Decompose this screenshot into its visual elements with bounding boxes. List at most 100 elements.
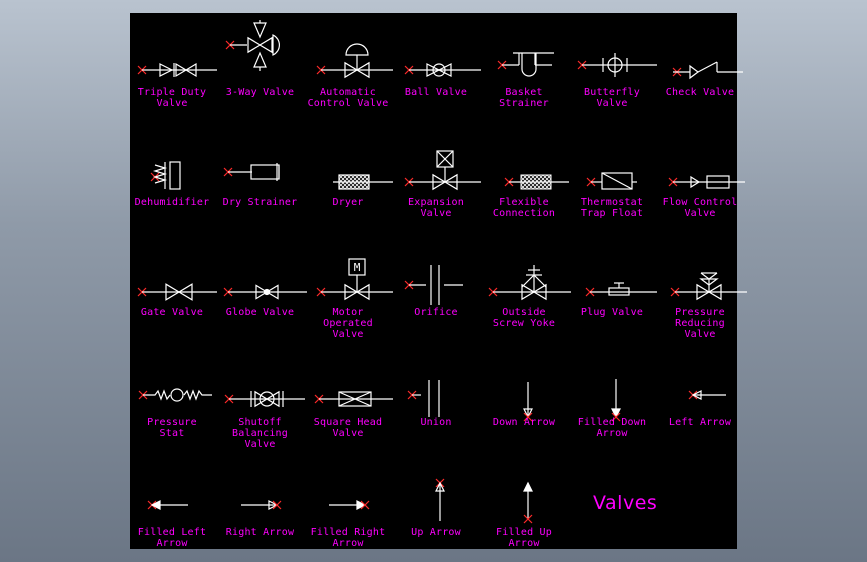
symbol-label: Pressure Stat [147, 417, 197, 439]
down-arrow-icon [523, 382, 533, 422]
symbol-down-arrow: Down Arrow [479, 345, 569, 445]
symbol-label: Dry Strainer [222, 197, 298, 208]
symbol-label: Automatic Control Valve [307, 87, 389, 109]
outside-screw-yoke-icon [488, 265, 571, 301]
symbol-label: Flow Control Valve [662, 197, 738, 219]
symbol-label: Filled Down Arrow [577, 417, 647, 439]
symbol-plug-valve: Plug Valve [567, 235, 657, 335]
symbol-label: Union [420, 417, 452, 428]
thermostat-trap-float-icon [586, 172, 637, 190]
symbol-label: Basket Strainer [499, 87, 549, 109]
symbol-pressure-stat: Pressure Stat [127, 345, 217, 445]
automatic-control-valve-icon [316, 43, 393, 79]
triple-duty-valve-icon [137, 62, 217, 78]
dryer-icon [333, 174, 393, 190]
symbol-thermostat-trap-float: Thermostat Trap Float [567, 125, 657, 225]
symbol-label: Plug Valve [580, 307, 644, 318]
orifice-icon [404, 265, 463, 305]
symbol-shutoff-balancing-valve: Shutoff Balancing Valve [215, 345, 305, 450]
sheet-title: Valves [593, 492, 658, 514]
expansion-valve-icon [404, 150, 481, 191]
symbol-motor-operated-valve: M Motor Operated Valve [303, 235, 393, 340]
gate-valve-icon [137, 283, 217, 301]
flow-control-valve-icon [668, 175, 745, 189]
filled-up-arrow-icon [523, 481, 533, 524]
flexible-connection-icon [504, 174, 569, 190]
symbol-label: Dryer [332, 197, 364, 208]
symbol-union: Union [391, 345, 481, 445]
symbol-label: Flexible Connection [492, 197, 556, 219]
square-head-valve-icon [314, 391, 393, 407]
symbol-automatic-control-valve: Automatic Control Valve [303, 15, 393, 115]
symbol-label: Thermostat Trap Float [580, 197, 644, 219]
symbol-flexible-connection: Flexible Connection [479, 125, 569, 225]
symbol-label: Ball Valve [404, 87, 468, 98]
symbol-label: Triple Duty Valve [137, 87, 207, 109]
dehumidifier-icon [150, 161, 181, 190]
symbol-label: Filled Left Arrow [137, 527, 207, 549]
symbol-label: Up Arrow [411, 527, 461, 538]
3-way-valve-icon [225, 20, 281, 71]
symbol-label: Dehumidifier [134, 197, 210, 208]
symbol-basket-strainer: Basket Strainer [479, 15, 569, 115]
symbol-label: Globe Valve [225, 307, 295, 318]
symbol-label: Right Arrow [225, 527, 295, 538]
symbol-right-arrow: Right Arrow [215, 455, 305, 555]
symbol-label: Orifice [414, 307, 458, 318]
pressure-reducing-valve-icon [670, 272, 747, 301]
symbol-dryer: Dryer [303, 125, 393, 225]
pressure-stat-icon [138, 388, 212, 402]
dry-strainer-icon [223, 163, 280, 181]
symbol-label: Motor Operated Valve [323, 307, 373, 340]
symbol-3-way-valve: 3-Way Valve [215, 15, 305, 115]
symbol-label: Filled Up Arrow [496, 527, 552, 549]
globe-valve-icon [223, 284, 307, 300]
symbol-orifice: Orifice [391, 235, 481, 335]
symbol-label: Square Head Valve [313, 417, 383, 439]
symbol-butterfly-valve: Butterfly Valve [567, 15, 657, 115]
filled-left-arrow-icon [147, 500, 188, 510]
left-arrow-icon [688, 390, 726, 400]
symbol-flow-control-valve: Flow Control Valve [655, 125, 745, 225]
symbol-filled-up-arrow: Filled Up Arrow [479, 455, 569, 555]
symbol-label: Down Arrow [492, 417, 556, 428]
svg-text:M: M [354, 261, 361, 274]
union-icon [407, 380, 440, 417]
plug-valve-icon [585, 282, 657, 297]
filled-right-arrow-icon [329, 500, 370, 510]
symbol-square-head-valve: Square Head Valve [303, 345, 393, 445]
symbol-left-arrow: Left Arrow [655, 345, 745, 445]
filled-down-arrow-icon [611, 379, 621, 422]
check-valve-icon [672, 61, 743, 80]
motor-operated-valve-icon: M [316, 258, 393, 301]
ball-valve-icon [404, 63, 481, 77]
symbol-dry-strainer: Dry Strainer [215, 125, 305, 225]
symbol-label: Filled Right Arrow [310, 527, 386, 549]
symbol-expansion-valve: Expansion Valve [391, 125, 481, 225]
symbol-filled-left-arrow: Filled Left Arrow [127, 455, 217, 555]
symbol-label: Gate Valve [140, 307, 204, 318]
drawing-sheet: Valves Triple Duty Valve 3-Way Valve Autom… [127, 13, 747, 549]
symbol-label: Shutoff Balancing Valve [232, 417, 288, 450]
symbol-label: Butterfly Valve [584, 87, 640, 109]
symbol-label: Check Valve [665, 87, 735, 98]
symbol-globe-valve: Globe Valve [215, 235, 307, 335]
symbol-ball-valve: Ball Valve [391, 15, 481, 115]
symbol-pressure-reducing-valve: Pressure Reducing Valve [655, 235, 747, 340]
symbol-label: Left Arrow [668, 417, 732, 428]
symbol-dehumidifier: Dehumidifier [127, 125, 217, 225]
shutoff-balancing-valve-icon [224, 390, 305, 408]
symbol-filled-down-arrow: Filled Down Arrow [567, 345, 657, 445]
symbol-label: Pressure Reducing Valve [675, 307, 725, 340]
basket-strainer-icon [497, 52, 554, 77]
symbol-label: 3-Way Valve [225, 87, 295, 98]
symbol-up-arrow: Up Arrow [391, 455, 481, 555]
symbol-label: Outside Screw Yoke [492, 307, 556, 329]
symbol-gate-valve: Gate Valve [127, 235, 217, 335]
symbol-check-valve: Check Valve [655, 15, 745, 115]
symbol-outside-screw-yoke: Outside Screw Yoke [479, 235, 571, 335]
symbol-label: Expansion Valve [408, 197, 464, 219]
butterfly-valve-icon [577, 53, 657, 77]
up-arrow-icon [435, 478, 445, 521]
symbol-triple-duty-valve: Triple Duty Valve [127, 15, 217, 115]
